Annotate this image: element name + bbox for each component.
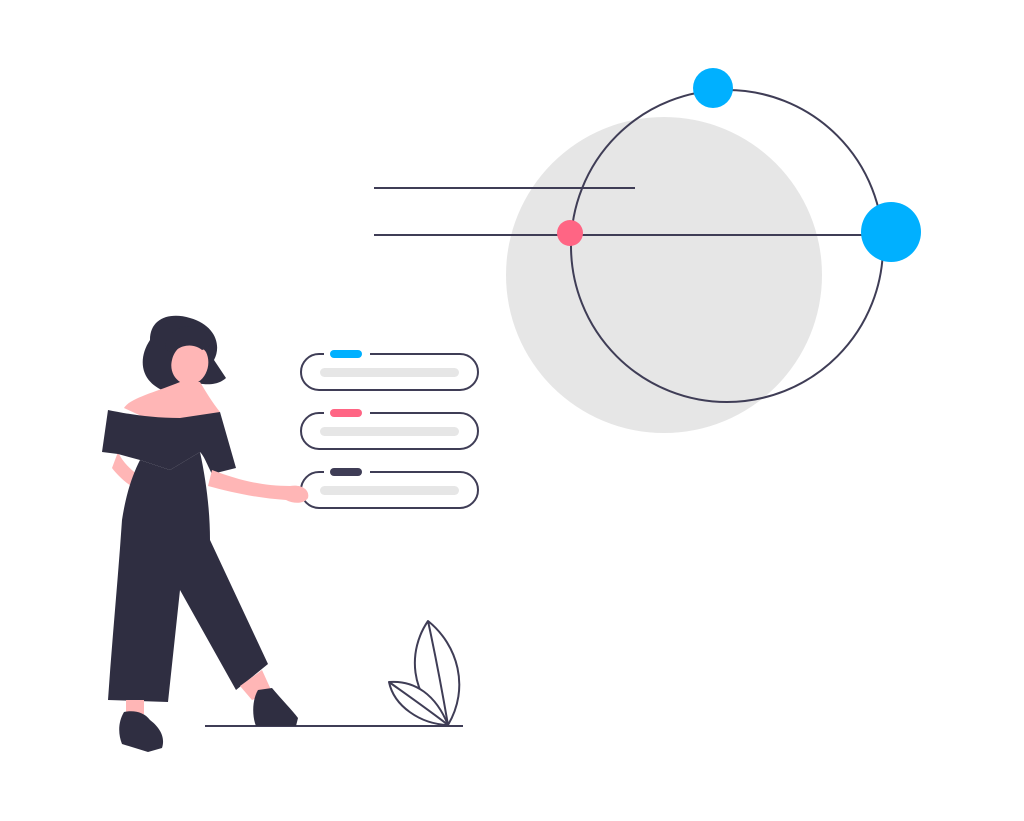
woman-figure <box>102 315 309 752</box>
option-tag-dark <box>330 468 362 476</box>
option-card-3[interactable] <box>300 468 479 509</box>
face <box>171 343 209 385</box>
orbit-node-right[interactable] <box>861 202 921 262</box>
option-text-placeholder <box>320 427 459 436</box>
top <box>102 410 236 474</box>
hair-front <box>165 326 213 352</box>
plant-icon <box>388 620 461 726</box>
shin-left <box>126 700 144 714</box>
shoe-right <box>253 688 298 726</box>
background-blob <box>506 117 822 433</box>
option-text-placeholder <box>320 368 459 377</box>
arm-right <box>208 470 309 503</box>
shoe-left <box>119 711 164 752</box>
option-tag-blue <box>330 350 362 358</box>
option-tag-red <box>330 409 362 417</box>
plant-leaf-vein <box>427 620 449 726</box>
plant-leaf-low-vein <box>388 681 449 726</box>
orbit-node-left[interactable] <box>557 220 583 246</box>
option-card-2[interactable] <box>300 409 479 450</box>
option-text-placeholder <box>320 486 459 495</box>
orbit-node-top[interactable] <box>693 68 733 108</box>
shoulders <box>124 382 220 422</box>
option-card-1[interactable] <box>300 350 479 391</box>
jumpsuit <box>108 452 268 702</box>
